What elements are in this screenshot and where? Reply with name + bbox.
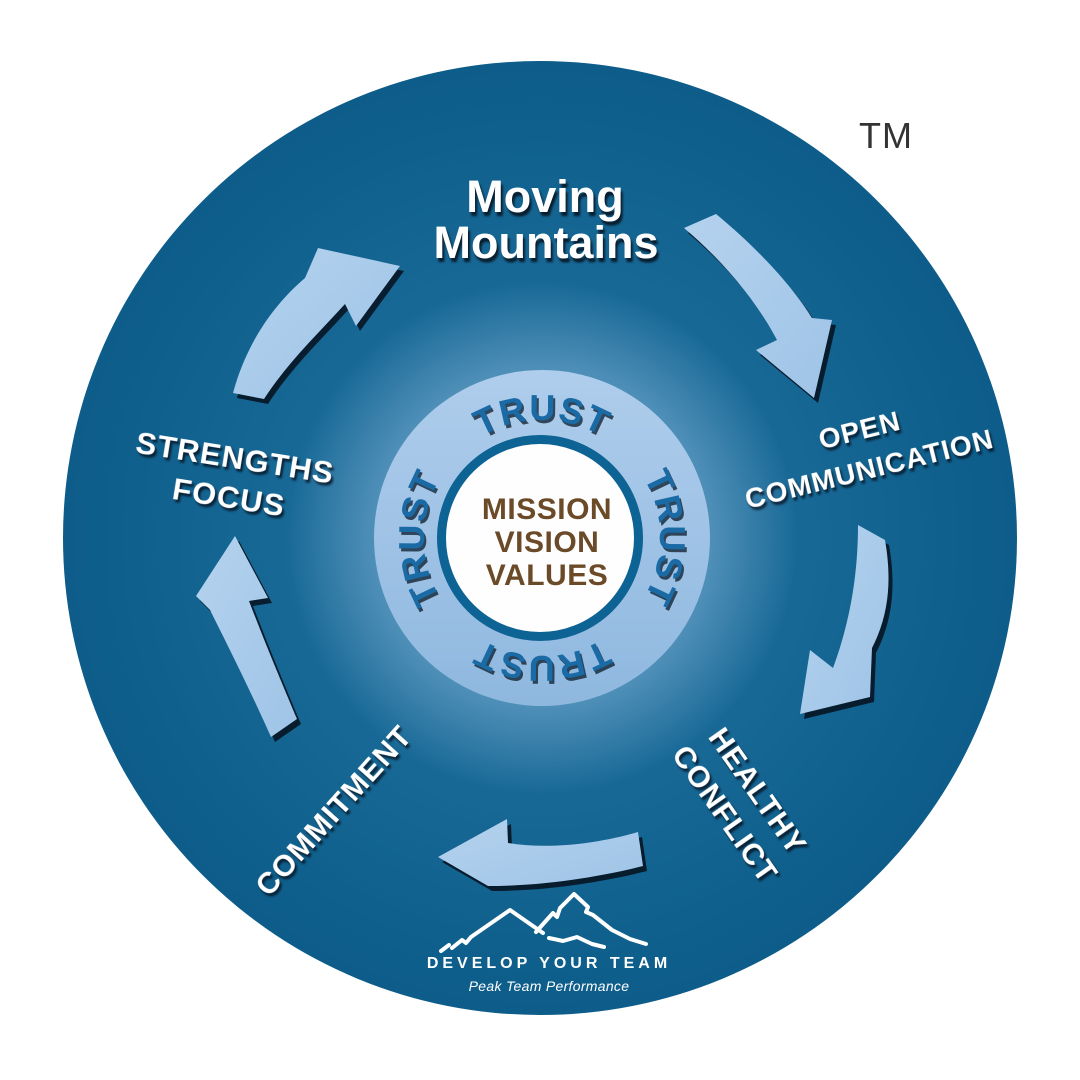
arrow-strengths-to-title-icon (233, 248, 400, 399)
core-line-vision: VISION (495, 526, 600, 559)
logo-tagline-text: Peak Team Performance (469, 978, 630, 994)
arrow-healthy-conflict-to-commitment-icon (438, 819, 643, 886)
cycle-arrows (196, 214, 889, 886)
arrow-title-to-open-communication-icon (684, 214, 832, 398)
trademark-symbol: TM (859, 115, 913, 156)
core-line-values: VALUES (486, 559, 608, 592)
logo-brand-text: DEVELOP YOUR TEAM (427, 955, 671, 972)
core-statement: MISSION VISION VALUES (482, 493, 612, 592)
core-circle (437, 435, 643, 641)
title-line-1: Moving (466, 171, 623, 222)
title-moving-mountains: Moving Mountains (434, 171, 659, 268)
develop-your-team-logo: DEVELOP YOUR TEAM Peak Team Performance (427, 892, 671, 994)
title-line-2: Mountains (434, 217, 659, 268)
core-line-mission: MISSION (482, 493, 612, 526)
arrow-open-communication-to-healthy-conflict-icon (800, 525, 889, 714)
mountains-icon (439, 892, 648, 953)
arrow-commitment-to-strengths-icon (196, 536, 297, 737)
